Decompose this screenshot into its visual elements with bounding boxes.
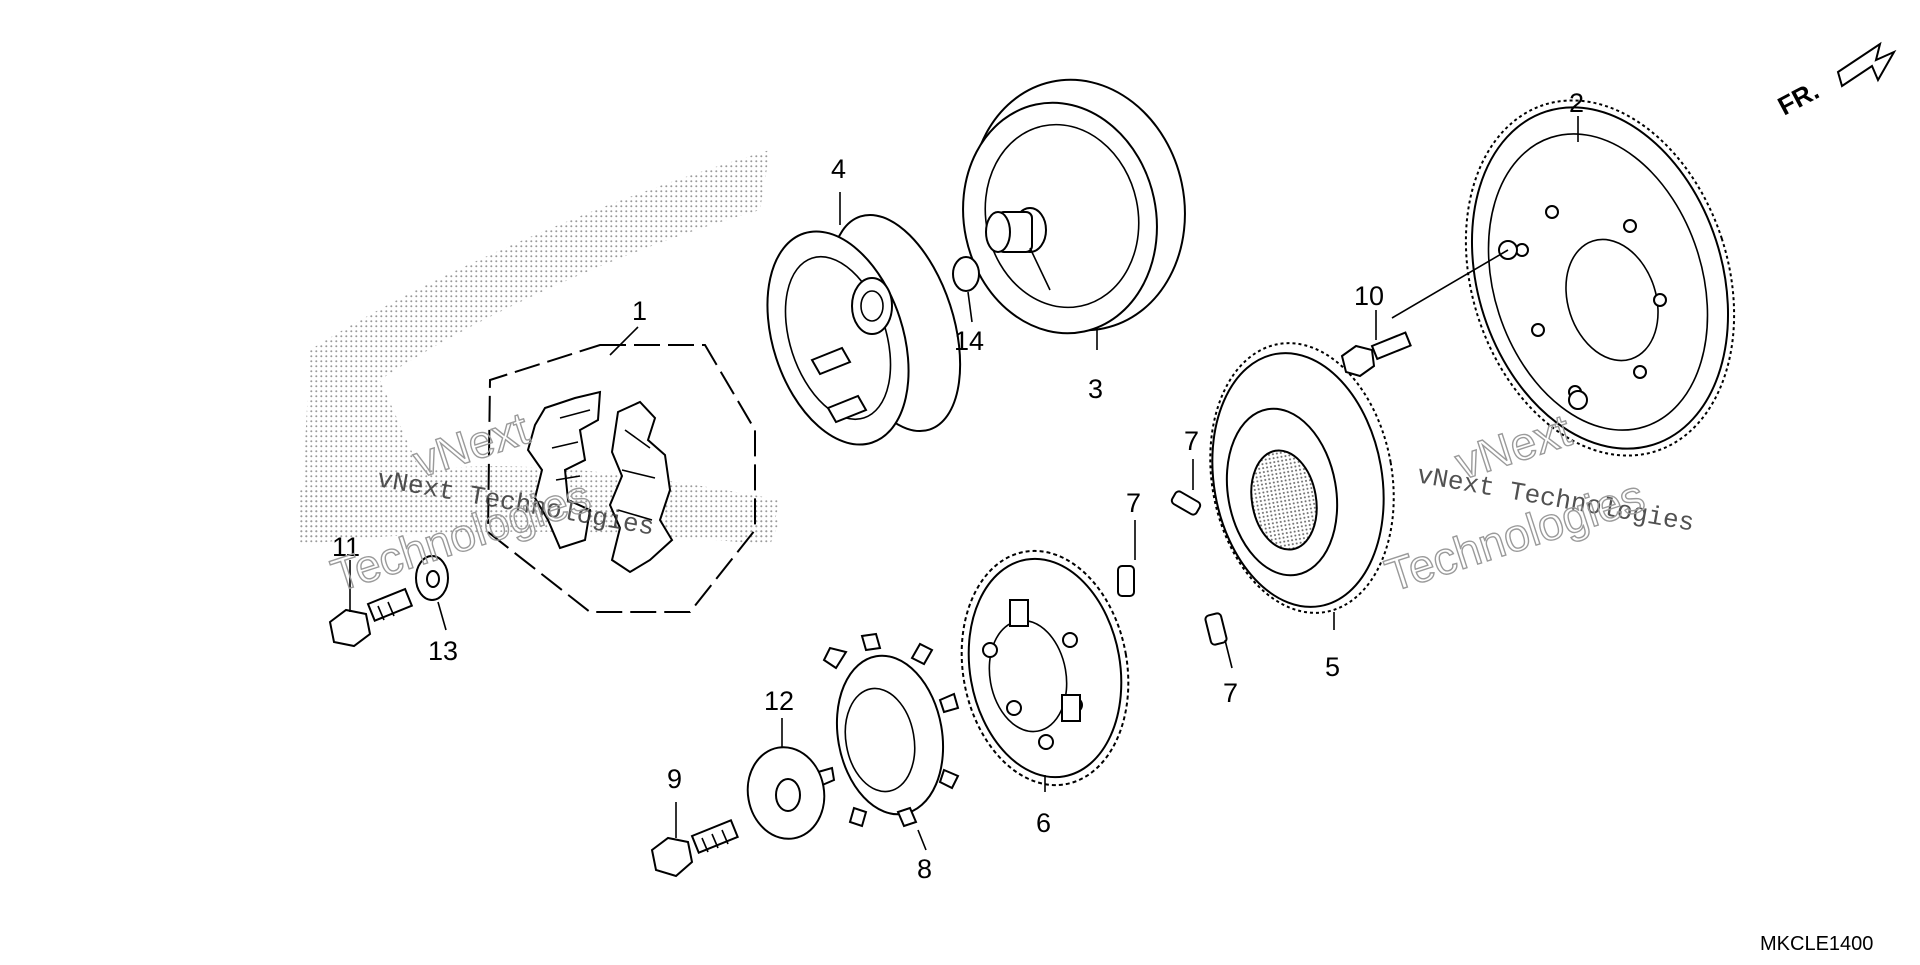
part-6-sprocket <box>960 549 1130 787</box>
part-8-one-way-clutch <box>816 632 960 828</box>
part-13-washer <box>415 555 449 601</box>
set-boundary-hexagon <box>486 344 756 613</box>
callout-labels: 1 2 3 4 5 6 7 7 7 8 9 10 11 12 13 14 <box>332 88 1584 884</box>
part-1-clutch-shoe-set <box>486 344 756 613</box>
callout-14: 14 <box>954 326 984 356</box>
front-direction-label: FR. <box>1773 75 1824 121</box>
callout-1: 1 <box>632 296 647 326</box>
callout-10: 10 <box>1354 281 1384 311</box>
callout-13: 13 <box>428 636 458 666</box>
callout-3: 3 <box>1088 374 1103 404</box>
part-7-springs <box>1117 490 1228 646</box>
watermarks: vNext Technologies vNext Technologies vN… <box>324 401 1696 602</box>
front-direction-indicator: FR. <box>1773 41 1897 121</box>
part-12-washer <box>746 746 826 840</box>
part-4-clutch-drum <box>766 213 962 446</box>
front-arrow-shape <box>1836 41 1897 88</box>
callout-7-lower: 7 <box>1223 678 1238 708</box>
callout-7-upper: 7 <box>1184 426 1199 456</box>
callout-9: 9 <box>667 764 682 794</box>
leader-lines <box>349 116 1579 851</box>
part-10-flange-bolt <box>1340 331 1412 378</box>
callout-2: 2 <box>1569 88 1584 118</box>
part-3-clutch-outer <box>962 78 1186 335</box>
callout-8: 8 <box>917 854 932 884</box>
part-11-flange-bolt <box>328 587 414 648</box>
callout-12: 12 <box>764 686 794 716</box>
part-14-circlip <box>952 256 980 292</box>
part-5-primary-driven-gear <box>1209 342 1395 614</box>
callout-7-left: 7 <box>1126 488 1141 518</box>
callout-5: 5 <box>1325 652 1340 682</box>
diagram-code: MKCLE1400 <box>1760 933 1873 955</box>
callout-6: 6 <box>1036 808 1051 838</box>
part-9-flange-bolt <box>650 818 739 878</box>
callout-4: 4 <box>831 154 846 184</box>
callout-11: 11 <box>332 532 360 562</box>
part-2-driven-gear <box>1391 99 1736 457</box>
